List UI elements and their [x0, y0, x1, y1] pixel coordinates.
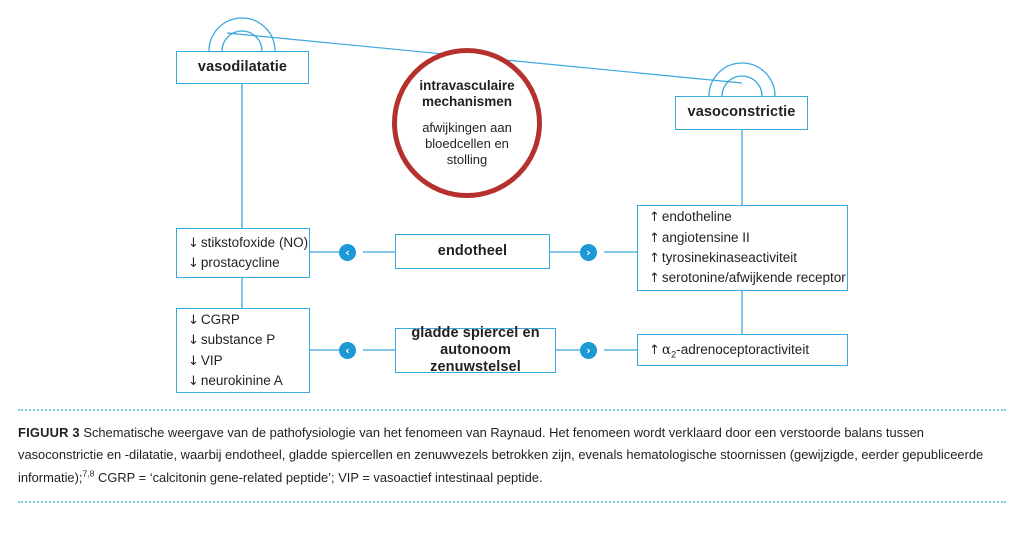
figure-caption-part2: CGRP = ‘calcitonin gene-related peptide’… — [94, 469, 543, 485]
chevron-right-marker-endotheel: › — [580, 244, 597, 261]
list-item-label: VIP — [200, 352, 223, 368]
down-arrow-icon: ↓ — [188, 353, 199, 369]
circle-subtitle: afwijkingen aan bloedcellen en stolling — [422, 120, 512, 168]
list-item-label: CGRP — [200, 311, 240, 327]
chevron-left-marker-spiercel: ‹ — [339, 342, 356, 359]
chevron-left-marker-endotheel: ‹ — [339, 244, 356, 261]
caption-rule-bottom — [18, 501, 1006, 504]
node-endotheel[interactable]: endotheel — [395, 234, 550, 269]
list-item-label: neurokinine A — [200, 372, 283, 388]
node-endotheel-label: endotheel — [437, 242, 508, 259]
list-item: ↓VIP — [188, 351, 303, 371]
node-vasoconstrictie-label: vasoconstrictie — [687, 104, 796, 121]
node-vasodilator-mediators[interactable]: ↓stikstofoxide (NO) ↓prostacycline — [176, 228, 310, 278]
node-adrenoceptor[interactable]: ↑α2-adrenoceptoractiviteit — [637, 334, 848, 366]
list-item-label: endotheline — [661, 209, 732, 225]
node-neuropeptides[interactable]: ↓CGRP ↓substance P ↓VIP ↓neurokinine A — [176, 308, 310, 393]
node-intravasculaire-mechanismen[interactable]: intravasculaire mechanismen afwijkingen … — [392, 48, 542, 198]
node-gladde-spiercel-line2: autonoom zenuwstelsel — [430, 341, 521, 376]
list-item: ↑tyrosinekinaseactiviteit — [649, 248, 841, 268]
adrenoceptor-label: -adrenoceptoractiviteit — [676, 341, 810, 357]
alpha-symbol: α — [661, 341, 672, 358]
list-item: ↑endotheline — [649, 207, 841, 227]
node-vasodilatatie[interactable]: vasodilatatie — [176, 51, 309, 84]
node-gladde-spiercel[interactable]: gladde spiercel en autonoom zenuwstelsel — [395, 324, 556, 376]
down-arrow-icon: ↓ — [188, 373, 199, 389]
figure-caption-part1: Schematische weergave van de pathofysiol… — [18, 425, 984, 485]
circle-sub-line3: stolling — [446, 152, 488, 168]
list-item-label: substance P — [200, 332, 276, 348]
figure-caption-block: FIGUUR 3 Schematische weergave van de pa… — [18, 409, 1006, 504]
list-item: ↑α2-adrenoceptoractiviteit — [649, 340, 841, 360]
circle-sub-line1: afwijkingen aan — [422, 119, 512, 135]
up-arrow-icon: ↑ — [649, 230, 660, 246]
circle-title-line2: mechanismen — [421, 94, 513, 110]
figure-label: FIGUUR 3 — [18, 425, 80, 440]
circle-sub-line2: bloedcellen en — [425, 135, 509, 151]
down-arrow-icon: ↓ — [188, 235, 199, 251]
caption-rule-top — [18, 409, 1006, 411]
list-item: ↑angiotensine II — [649, 228, 841, 248]
list-item-label: tyrosinekinaseactiviteit — [661, 250, 797, 265]
list-item-label: stikstofoxide (NO) — [200, 234, 309, 250]
chevron-right-marker-spiercel: › — [580, 342, 597, 359]
list-item-label: prostacycline — [200, 255, 280, 270]
up-arrow-icon: ↑ — [649, 271, 660, 287]
down-arrow-icon: ↓ — [188, 256, 199, 271]
list-item-label: angiotensine II — [661, 229, 750, 245]
figure-caption-reference: 7,8 — [82, 468, 95, 479]
node-vasodilatatie-label: vasodilatatie — [197, 58, 288, 75]
figure-caption: FIGUUR 3 Schematische weergave van de pa… — [18, 411, 1006, 501]
list-item: ↓neurokinine A — [188, 371, 303, 391]
up-arrow-icon: ↑ — [649, 342, 660, 358]
circle-title-line1: intravasculaire — [419, 77, 515, 93]
list-item: ↓substance P — [188, 330, 303, 350]
up-arrow-icon: ↑ — [649, 251, 660, 266]
diagram-canvas: vasodilatatie vasoconstrictie intravascu… — [176, 17, 848, 393]
alpha-subscript: 2 — [671, 348, 677, 360]
list-item: ↓prostacycline — [188, 253, 303, 273]
up-arrow-icon: ↑ — [649, 210, 660, 226]
node-gladde-spiercel-line1: gladde spiercel en — [411, 324, 540, 341]
list-item-label: serotonine/afwijkende receptor — [661, 270, 846, 286]
node-vasoconstrictie[interactable]: vasoconstrictie — [675, 96, 808, 130]
circle-title: intravasculaire mechanismen — [419, 78, 514, 111]
list-item: ↓CGRP — [188, 310, 303, 330]
down-arrow-icon: ↓ — [188, 333, 199, 349]
list-item: ↑serotonine/afwijkende receptor — [649, 268, 846, 288]
down-arrow-icon: ↓ — [188, 312, 199, 328]
node-endothelial-mediators[interactable]: ↑endotheline ↑angiotensine II ↑tyrosinek… — [637, 205, 848, 291]
list-item: ↓stikstofoxide (NO) — [188, 233, 308, 253]
